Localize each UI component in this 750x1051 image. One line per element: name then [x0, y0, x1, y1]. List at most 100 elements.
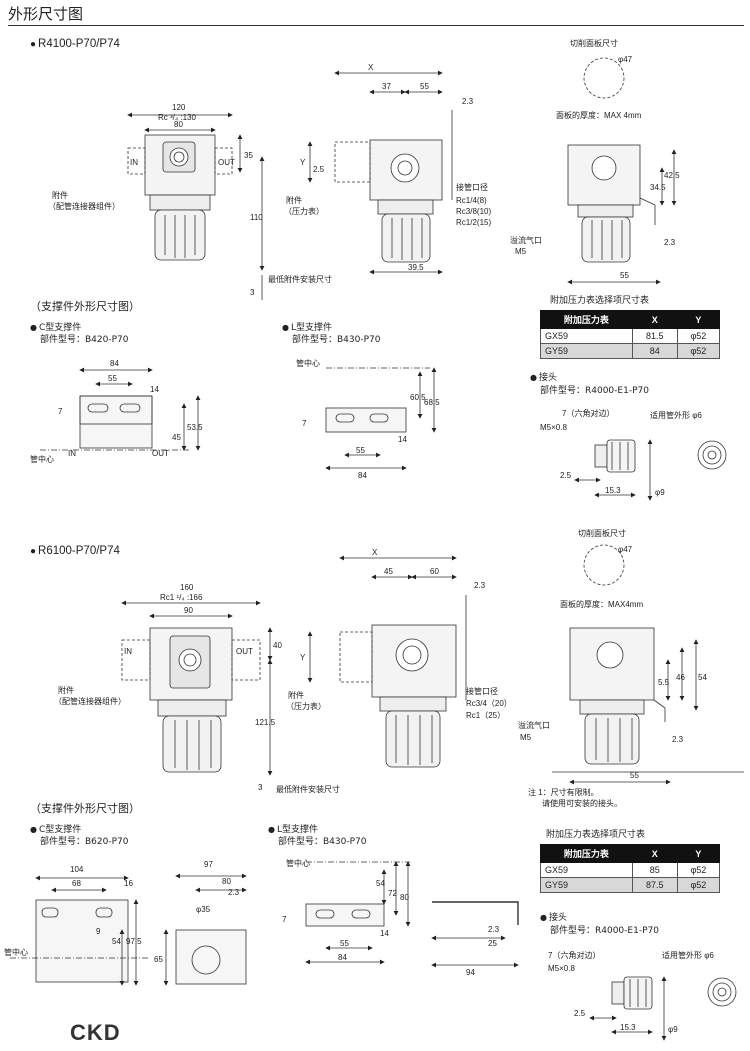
s2-l-23: 2.3 — [488, 925, 500, 934]
s1-opt-h0: 附加压力表 — [540, 310, 633, 329]
s2-dim-54: 54 — [698, 673, 707, 682]
s2-accessory2-sub: （压力表） — [286, 701, 326, 711]
s2-dim-x: X — [372, 548, 378, 557]
s1-fit-phi9: φ9 — [655, 488, 665, 497]
s1-opt-r0c2: φ52 — [676, 328, 721, 344]
s2-dim-45: 45 — [384, 567, 393, 576]
s2-c-975: 97.5 — [126, 937, 142, 946]
s1-exhaust: 溢流气口 — [510, 235, 542, 245]
s1-c-7: 7 — [58, 407, 63, 416]
s2-c-bracket-part: 部件型号：B620-P70 — [40, 837, 129, 847]
s2-c-bracket-name: C型支撑件 — [30, 824, 81, 836]
s1-l-605: 60.5 — [410, 393, 426, 402]
s2-fit-25: 2.5 — [574, 1009, 586, 1018]
s1-option-table: 附加压力表 X Y GX59 81.5 φ52 GY59 84 φ52 — [540, 310, 721, 359]
s1-dim-rc130: Rc ³/₄ :130 — [158, 113, 196, 122]
s2-opt-r1c0: GY59 — [540, 877, 633, 893]
s2-l-55: 55 — [340, 939, 349, 948]
s1-opt-r0c0: GX59 — [540, 328, 633, 344]
title-divider — [8, 25, 744, 26]
s2-l-72: 72 — [388, 889, 397, 898]
s2-dim-90: 90 — [184, 606, 193, 615]
s2-dim-y: Y — [300, 653, 306, 662]
s2-l-94: 94 — [466, 968, 475, 977]
s2-l-54: 54 — [376, 879, 385, 888]
s1-accessory2: 附件 — [286, 195, 302, 205]
s1-port2: Rc3/8(10) — [456, 207, 491, 216]
s2-accessory2: 附件 — [288, 690, 304, 700]
s1-c-bracket-name: C型支撑件 — [30, 322, 81, 334]
s2-opt-r1c2: φ52 — [676, 877, 721, 893]
s2-side-view — [307, 555, 467, 768]
s2-front-view — [121, 600, 273, 776]
s2-port-title: 接管口径 — [466, 686, 498, 696]
s2-l-bracket-part: 部件型号：B430-P70 — [278, 837, 367, 847]
s2-dim-3: 3 — [258, 783, 263, 792]
s2-c-16: 16 — [124, 879, 133, 888]
s2-fit-tube: 适用管外形 φ6 — [662, 950, 714, 960]
s2-c-104: 104 — [70, 865, 84, 874]
model-r4100: R4100-P70/P74 — [30, 38, 120, 50]
s1-l-55: 55 — [356, 446, 365, 455]
s1-fit-25: 2.5 — [560, 471, 572, 480]
s2-opt-r0c1: 85 — [631, 862, 678, 878]
s2-c-54: 54 — [112, 937, 121, 946]
s2-note2: 请使用可安装的接头。 — [542, 798, 622, 808]
s2-dim-40: 40 — [273, 641, 282, 650]
s2-l-84: 84 — [338, 953, 347, 962]
s1-opt-r1c0: GY59 — [540, 343, 633, 359]
s2-l-14: 14 — [380, 929, 389, 938]
s1-l-84: 84 — [358, 471, 367, 480]
s2-dim-1215: 121.5 — [255, 718, 276, 727]
s1-fit-153: 15.3 — [605, 486, 621, 495]
s1-panel-view — [567, 57, 677, 285]
s1-port3: Rc1/2(15) — [456, 218, 491, 227]
s1-opt-h1: X — [631, 310, 678, 329]
s2-opt-h2: Y — [676, 844, 721, 863]
s2-dim-160: 160 — [180, 583, 194, 592]
s2-panel-thick: 面板的厚度：MAX4mm — [560, 599, 643, 609]
s2-dim-23b: 2.3 — [672, 735, 684, 744]
s1-opt-h2: Y — [676, 310, 721, 329]
s1-c-55: 55 — [108, 374, 117, 383]
s2-label-in: IN — [124, 647, 132, 656]
s2-opt-h1: X — [631, 844, 678, 863]
s2-port2: Rc1（25） — [466, 711, 505, 720]
s1-c-14: 14 — [150, 385, 159, 394]
s2-exhaust: 溢流气口 — [518, 720, 550, 730]
s1-fitting-part: 部件型号：R4000-E1-P70 — [540, 386, 649, 396]
s1-dim-425: 42.5 — [664, 171, 680, 180]
s1-l-14: 14 — [398, 435, 407, 444]
s2-opt-r0c0: GX59 — [540, 862, 633, 878]
s1-dim-395: 39.5 — [408, 263, 424, 272]
s1-accessory2-sub: （压力表） — [284, 206, 324, 216]
s2-l-pipe-center: 管中心 — [286, 858, 310, 868]
s1-l-pipe-center: 管中心 — [296, 358, 320, 368]
s1-c-45: 45 — [172, 433, 181, 442]
s1-dim-y: Y — [300, 158, 306, 167]
page-title: 外形尺寸图 — [8, 5, 84, 23]
s2-c-68: 68 — [72, 879, 81, 888]
s2-dim-55b: 55 — [630, 771, 639, 780]
s2-fit-m5: M5×0.8 — [548, 964, 575, 973]
s2-c-97: 97 — [204, 860, 213, 869]
s1-dim-3: 3 — [250, 288, 255, 297]
s1-l-7: 7 — [302, 419, 307, 428]
s2-l-7: 7 — [282, 915, 287, 924]
s1-c-in: IN — [68, 449, 76, 458]
s2-panel-view — [569, 544, 699, 785]
s1-fit-tube: 适用管外形 φ6 — [650, 410, 702, 420]
s2-l-bracket-name: L型支撑件 — [268, 824, 318, 836]
s1-fit-m5: M5×0.8 — [540, 423, 567, 432]
s2-support-title: （支撑件外形尺寸图） — [30, 802, 140, 815]
s2-opt-h0: 附加压力表 — [540, 844, 633, 863]
s1-dim-55: 55 — [420, 82, 429, 91]
s2-option-table: 附加压力表 X Y GX59 85 φ52 GY59 87.5 φ52 — [540, 844, 721, 893]
s2-dim-46: 46 — [676, 673, 685, 682]
s2-dim-23: 2.3 — [474, 581, 486, 590]
s2-fit-phi9: φ9 — [668, 1025, 678, 1034]
ckd-logo: CKD — [70, 1020, 121, 1045]
s1-c-bracket — [40, 367, 201, 451]
s2-port1: Rc3/4（20） — [466, 699, 512, 708]
s1-side-view — [307, 70, 453, 275]
